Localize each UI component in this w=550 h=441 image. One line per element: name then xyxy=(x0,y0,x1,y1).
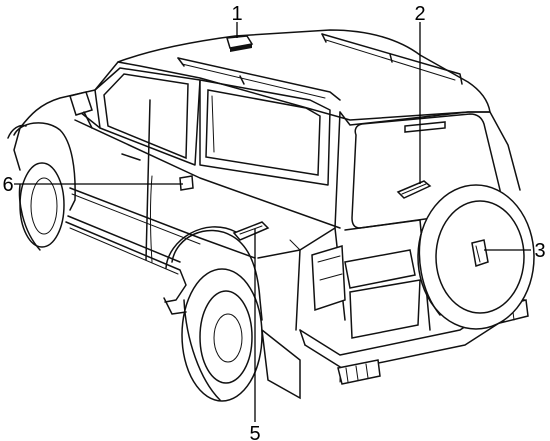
component-1-roof-unit xyxy=(226,35,254,52)
callout-3: 3 xyxy=(534,240,545,262)
component-6-door-unit xyxy=(179,175,194,191)
callout-2: 2 xyxy=(414,3,425,25)
component-5-side-panel-unit xyxy=(232,221,270,241)
vehicle-body xyxy=(7,29,535,402)
component-2-rear-glass-unit xyxy=(396,180,432,199)
callout-5: 5 xyxy=(249,423,260,441)
component-3-spare-tire-unit xyxy=(471,239,489,267)
callout-6: 6 xyxy=(2,174,13,196)
callout-1: 1 xyxy=(231,3,242,25)
